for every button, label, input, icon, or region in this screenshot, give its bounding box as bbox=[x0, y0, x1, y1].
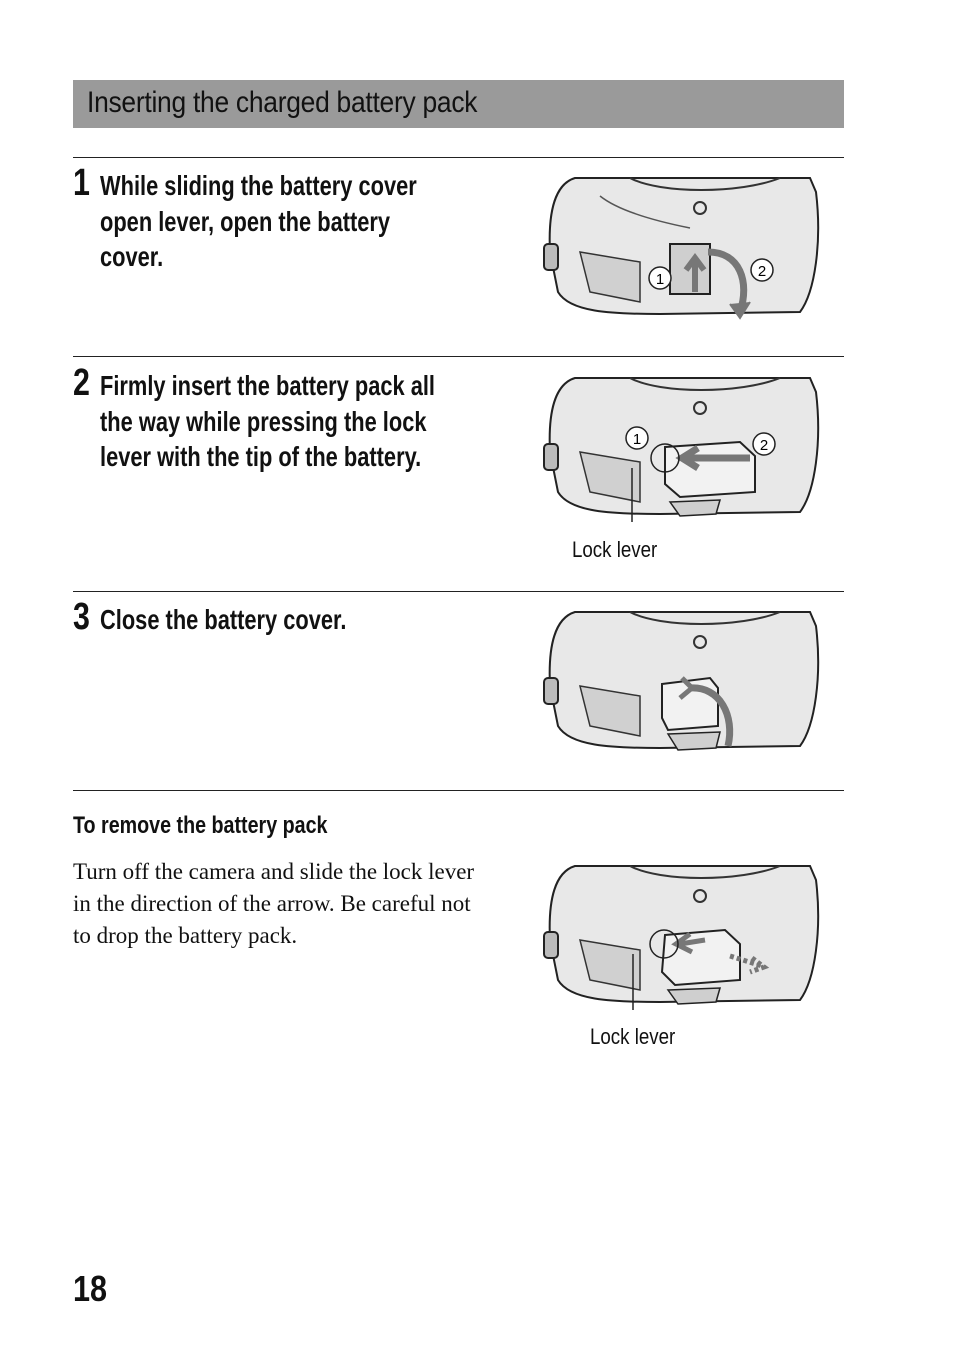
step-3-text: Close the battery cover. bbox=[100, 602, 346, 638]
callout-circle-2 bbox=[750, 258, 774, 282]
camera-mount bbox=[629, 377, 781, 391]
step-2-illustration: 1 2 bbox=[543, 377, 820, 522]
callout-circle-1 bbox=[625, 426, 649, 450]
step-3-number: 3 bbox=[73, 596, 90, 638]
lock-slide-arrow bbox=[671, 931, 706, 955]
camera-strap-lug bbox=[693, 635, 707, 649]
remove-heading: To remove the battery pack bbox=[73, 812, 328, 839]
divider bbox=[73, 591, 844, 592]
camera-side-button bbox=[543, 677, 559, 705]
step-2-number: 2 bbox=[73, 362, 90, 404]
close-arrow bbox=[689, 684, 734, 747]
battery-pack bbox=[664, 440, 756, 499]
callout-circle-2 bbox=[752, 432, 776, 456]
step-1-line-1: While sliding the battery cover bbox=[100, 170, 417, 201]
camera-side-button bbox=[543, 243, 559, 271]
step-2-line-3: lever with the tip of the battery. bbox=[100, 441, 422, 472]
step-2-text: Firmly insert the battery pack all the w… bbox=[100, 368, 435, 475]
battery-cover bbox=[666, 731, 721, 751]
camera-side-button bbox=[543, 443, 559, 471]
callout-2-label: 2 bbox=[758, 263, 766, 280]
camera-strap-lug bbox=[693, 201, 707, 215]
camera-bottom-panel bbox=[578, 685, 641, 737]
callout-1-label: 1 bbox=[656, 271, 664, 288]
camera-side-button bbox=[543, 931, 559, 959]
divider bbox=[73, 157, 844, 158]
camera-bottom-panel bbox=[578, 939, 641, 991]
step-1-illustration: 1 2 bbox=[543, 177, 820, 320]
camera-bottom-panel bbox=[578, 251, 641, 303]
lock-lever-circle bbox=[650, 443, 680, 473]
camera-mount bbox=[629, 611, 781, 625]
camera-bottom-panel bbox=[578, 451, 641, 503]
camera-strap-lug bbox=[693, 401, 707, 415]
callout-2-label: 2 bbox=[760, 437, 768, 454]
step-1-text: While sliding the battery cover open lev… bbox=[100, 168, 417, 275]
step-2-line-2: the way while pressing the lock bbox=[100, 405, 427, 437]
divider bbox=[73, 356, 844, 357]
step-3-illustration bbox=[543, 611, 820, 751]
callout-circle-1 bbox=[648, 266, 672, 290]
section-title: Inserting the charged battery pack bbox=[87, 86, 478, 119]
section-header-bar: Inserting the charged battery pack bbox=[73, 80, 844, 128]
step-3-line-1: Close the battery cover. bbox=[100, 604, 347, 635]
step-1-line-2: open lever, open the battery bbox=[100, 205, 391, 237]
camera-mount bbox=[629, 865, 781, 879]
remove-body: Turn off the camera and slide the lock l… bbox=[73, 859, 475, 948]
page-number: 18 bbox=[73, 1268, 108, 1309]
open-arrow-head bbox=[729, 301, 751, 320]
camera-strap-lug bbox=[693, 889, 707, 903]
lock-lever-circle bbox=[649, 929, 679, 959]
step-1-line-3: cover. bbox=[100, 241, 164, 272]
remove-illustration bbox=[543, 865, 820, 1010]
lock-lever-caption: Lock lever bbox=[572, 537, 658, 562]
divider bbox=[73, 790, 844, 791]
camera-mount bbox=[629, 177, 781, 191]
insert-arrow bbox=[675, 445, 750, 471]
remove-arrow bbox=[729, 953, 770, 975]
callout-1-label: 1 bbox=[633, 431, 641, 448]
battery-cover bbox=[666, 987, 722, 1005]
camera-grip-line bbox=[599, 195, 691, 229]
step-2-line-1: Firmly insert the battery pack all bbox=[100, 370, 436, 401]
battery-cover bbox=[668, 499, 722, 517]
step-1-number: 1 bbox=[73, 162, 90, 204]
slide-arrow bbox=[683, 253, 707, 292]
close-arrow-head bbox=[678, 676, 696, 700]
lock-lever-caption: Lock lever bbox=[590, 1024, 676, 1049]
